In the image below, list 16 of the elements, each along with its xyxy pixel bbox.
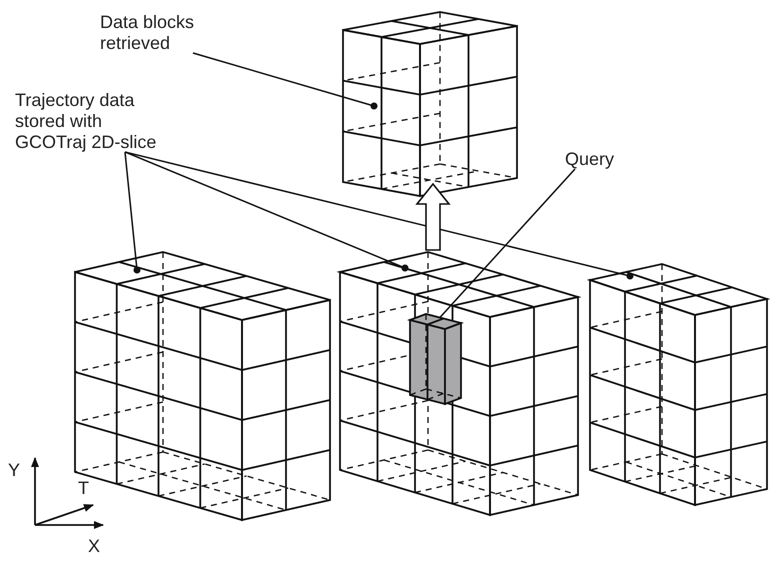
callout-text: Trajectory data stored with GCOTraj 2D-slice: [15, 90, 165, 153]
axis-label: Y: [8, 460, 20, 481]
query-block-drawing: [407, 313, 464, 406]
block-grid-drawing: [336, 251, 582, 516]
leader-line: [124, 151, 408, 272]
hollow-arrow: [415, 182, 451, 251]
axis-label: X: [88, 536, 100, 557]
callout-text: Data blocks retrieved: [100, 12, 240, 54]
callout-text: Query: [565, 149, 635, 170]
block-grid-drawing: [586, 263, 770, 506]
leader-line: [124, 152, 140, 274]
axis-label: T: [78, 478, 89, 499]
leader-line: [192, 52, 378, 110]
leader-line: [124, 151, 634, 280]
block-grid-drawing: [342, 11, 518, 198]
block-grid-drawing: [74, 251, 331, 522]
